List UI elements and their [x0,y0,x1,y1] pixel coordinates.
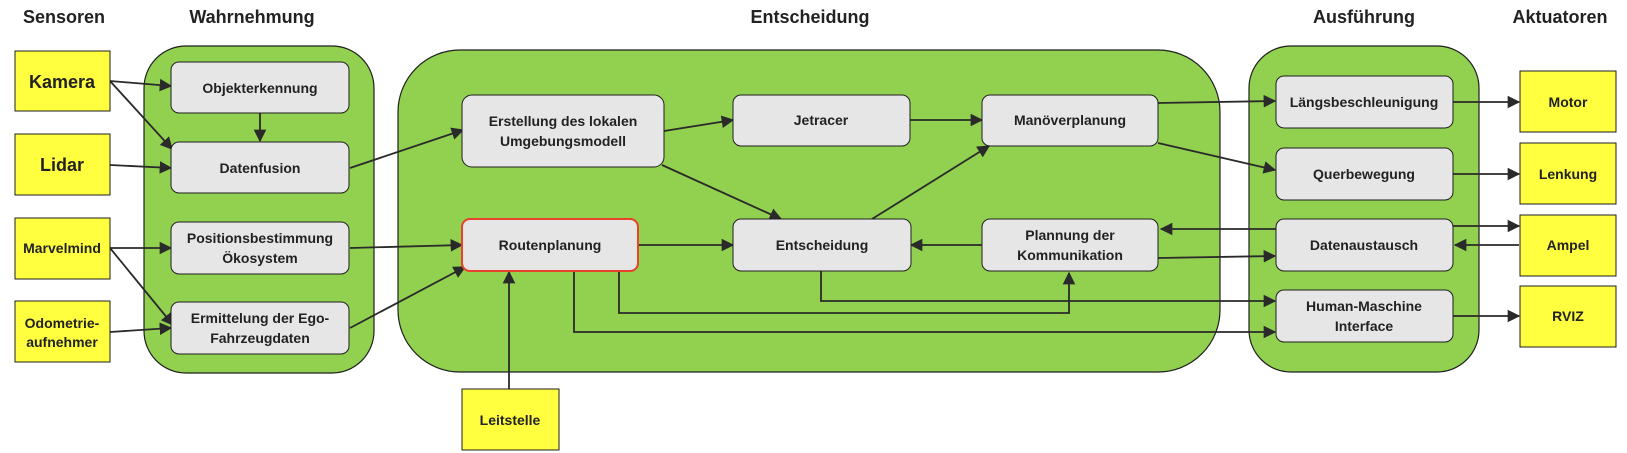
edge-routenplanung-hmi [573,271,1277,339]
external-leitstelle: Leitstelle [461,388,560,451]
proc-querbewegung: Querbewegung [1275,147,1454,201]
proc-ego-label-1: Ermittelung der Ego- [191,310,330,326]
sensor-odometrie-label-1: Odometrie- [25,315,100,331]
edge-umgebungsmodell-jetracer [663,115,735,132]
proc-laengsbeschleunigung-label: Längsbeschleunigung [1290,94,1439,110]
edge-manoever-laengs [1157,94,1277,108]
sensor-kamera: Kamera [14,50,111,112]
proc-kommunikation-label-1: Plannung der [1025,227,1115,243]
column-title-actuators: Aktuatoren [1512,7,1607,27]
proc-umgebungsmodell-label-1: Erstellung des lokalen [489,113,638,129]
edge-odometrie-ego [109,322,173,336]
proc-datenaustausch-label: Datenaustausch [1310,237,1418,253]
column-title-perception: Wahrnehmung [189,7,314,27]
proc-umgebungsmodell: Erstellung des lokalen Umgebungsmodell [461,94,665,168]
edge-position-routenplanung [349,239,464,252]
proc-positionsbestimmung: Positionsbestimmung Ökosystem [170,221,350,275]
proc-positionsbestimmung-label-2: Ökosystem [222,250,297,266]
edge-routenplanung-kommunikation [618,271,1076,314]
proc-jetracer: Jetracer [732,94,911,147]
edges [109,78,1521,389]
proc-umgebungsmodell-label-2: Umgebungsmodell [500,133,626,149]
proc-hmi-label-1: Human-Maschine [1306,298,1422,314]
sensor-odometrie: Odometrie- aufnehmer [14,300,111,363]
edge-marvelmind-ego [109,247,174,326]
edge-kamera-datenfusion [109,80,173,150]
actuator-rviz-label: RVIZ [1552,308,1584,324]
proc-ego-label-2: Fahrzeugdaten [210,330,310,346]
edge-kommunikation-datenaustausch [1157,249,1277,263]
proc-datenfusion: Datenfusion [170,141,350,194]
sensor-lidar-label: Lidar [40,155,84,175]
proc-laengsbeschleunigung: Längsbeschleunigung [1275,75,1454,129]
column-title-decision: Entscheidung [750,7,869,27]
actuator-ampel: Ampel [1519,214,1617,277]
edge-manoever-quer [1157,142,1277,174]
sensor-odometrie-label-2: aufnehmer [26,334,98,350]
actuator-ampel-label: Ampel [1547,237,1590,253]
edge-datenfusion-umgebungsmodell [349,127,465,169]
proc-ego: Ermittelung der Ego- Fahrzeugdaten [170,301,350,355]
group-perception [143,45,375,374]
proc-objekterkennung-label: Objekterkennung [202,80,317,96]
column-title-sensors: Sensoren [23,7,105,27]
proc-datenaustausch: Datenaustausch [1275,218,1454,272]
sensor-marvelmind: Marvelmind [14,217,111,280]
proc-routenplanung: Routenplanung [461,218,639,272]
actuator-motor: Motor [1519,70,1617,133]
proc-entscheidung-label: Entscheidung [776,237,869,253]
actuator-rviz: RVIZ [1519,285,1617,348]
proc-manoeverplanung: Manöverplanung [981,94,1159,147]
sensor-kamera-label: Kamera [29,72,96,92]
edge-umgebungsmodell-entscheidung [661,164,783,221]
edge-entscheidung-manoever [871,145,991,220]
proc-entscheidung: Entscheidung [732,218,912,272]
proc-jetracer-label: Jetracer [794,112,849,128]
edge-entscheidung-hmi [820,271,1277,308]
proc-hmi: Human-Maschine Interface [1275,289,1454,343]
column-title-execution: Ausführung [1313,7,1415,27]
proc-manoeverplanung-label: Manöverplanung [1014,112,1126,128]
proc-kommunikation: Plannung der Kommunikation [981,218,1159,272]
proc-hmi-label-2: Interface [1335,318,1394,334]
actuator-lenkung: Lenkung [1519,142,1617,205]
edge-ego-routenplanung [349,266,467,329]
actuator-motor-label: Motor [1549,94,1588,110]
sensor-marvelmind-label: Marvelmind [23,240,101,256]
proc-querbewegung-label: Querbewegung [1313,166,1415,182]
proc-kommunikation-label-2: Kommunikation [1017,247,1123,263]
sensor-lidar: Lidar [14,133,111,196]
proc-datenfusion-label: Datenfusion [220,160,301,176]
proc-objekterkennung: Objekterkennung [170,61,350,114]
edge-kamera-objekterkennung [109,78,173,92]
external-leitstelle-label: Leitstelle [480,412,541,428]
proc-positionsbestimmung-label-1: Positionsbestimmung [187,230,333,246]
proc-routenplanung-label: Routenplanung [499,237,602,253]
edge-lidar-datenfusion [109,161,173,174]
actuator-lenkung-label: Lenkung [1539,166,1597,182]
